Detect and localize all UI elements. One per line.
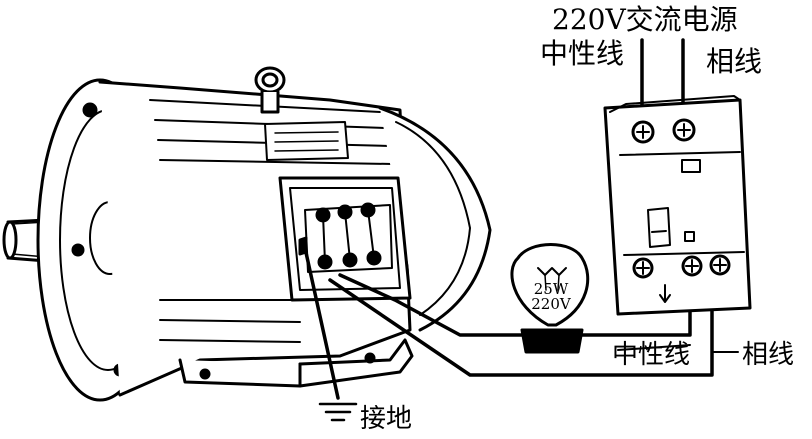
label-ground: 接地 [360,404,413,434]
label-phase-bottom: 相线 [742,340,795,370]
ground-symbol [318,402,358,422]
breaker-toggle [647,207,671,248]
label-phase-top: 相线 [706,45,763,78]
ground-wire [303,246,340,400]
bulb-voltage-label: 220V [531,295,571,313]
motor-body [98,66,492,397]
bulb-power-label: 25W [533,280,569,298]
lifting-eye [254,66,286,114]
label-power-source: 220V交流电源 [552,3,738,36]
phase-wire [328,273,714,377]
label-neutral-top: 中性线 [540,37,625,70]
terminal-box [278,176,412,302]
leakage-circuit-breaker [603,95,752,316]
bulb-lead-wire [338,273,542,337]
electric-motor [2,66,492,402]
breaker-test-button [681,159,701,173]
lamp-base [520,328,584,354]
label-neutral-bottom: 中性线 [612,340,691,370]
test-lamp [510,243,590,354]
terminal-block [298,202,393,273]
